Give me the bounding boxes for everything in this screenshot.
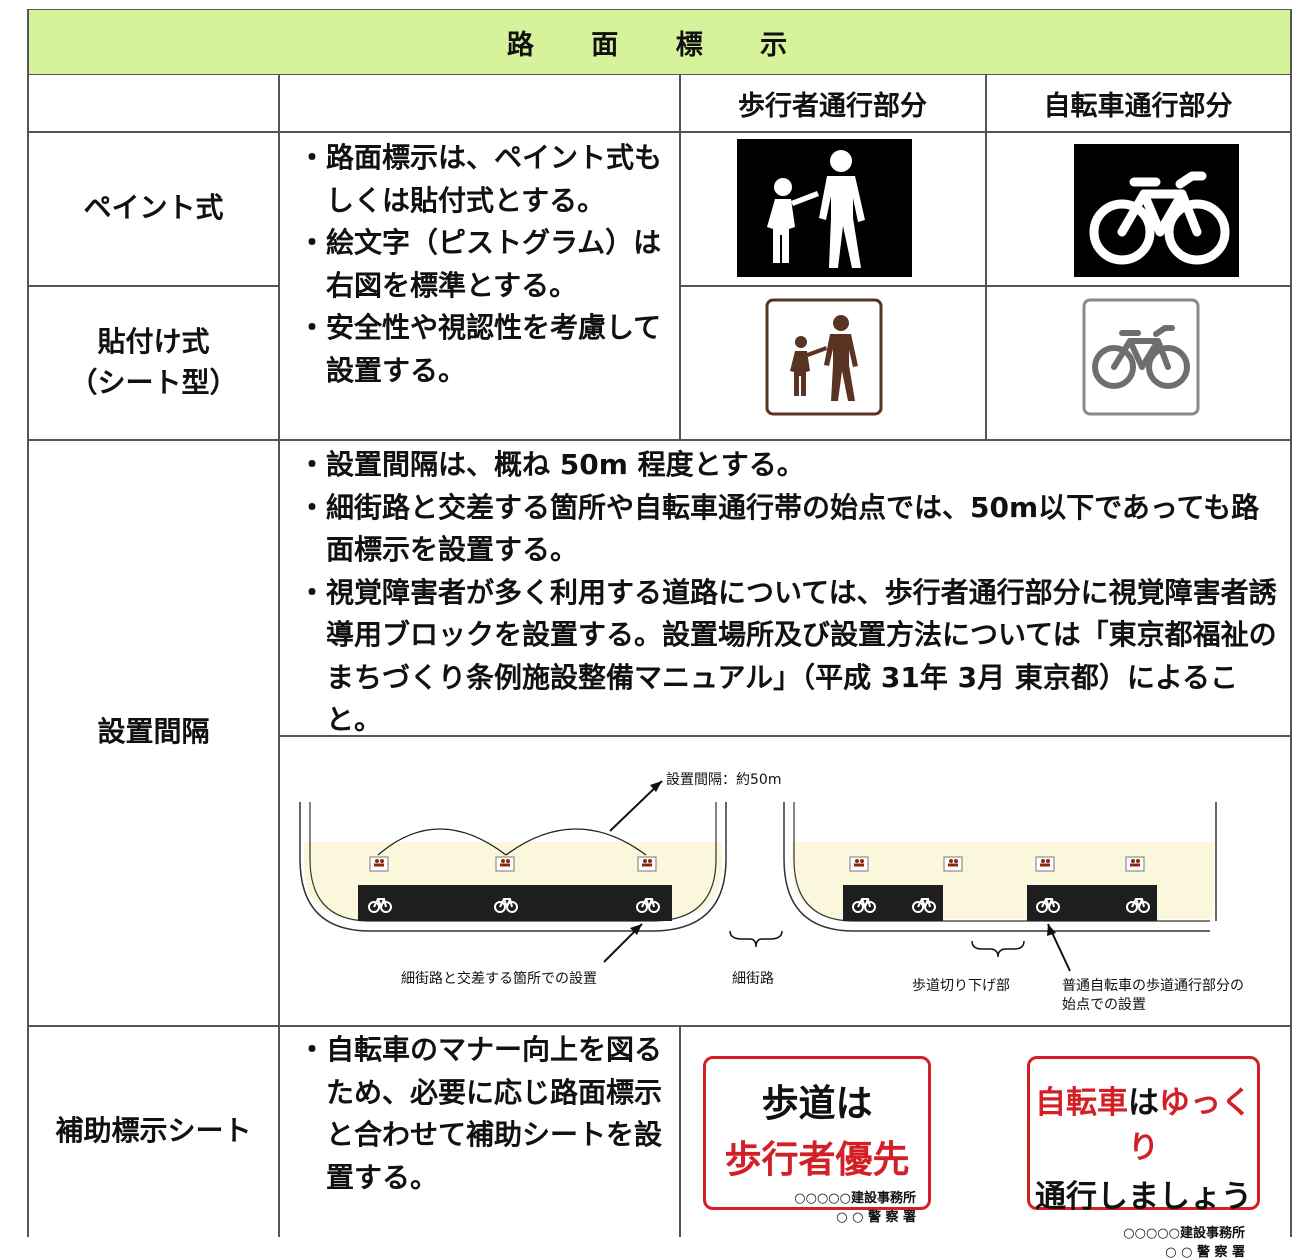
curb-right xyxy=(783,802,1210,932)
sign-right-line2: 通行しましょう xyxy=(1035,1179,1252,1215)
sign-bicycle-slow: 自転車はゆっくり 通行しましょう ○○○○○建設事務所 ○ ○ 警 察 署 xyxy=(1027,1056,1260,1260)
sticker-pedestrian-pictogram xyxy=(765,298,883,416)
start-label-line2: 始点での設置 xyxy=(1062,997,1146,1013)
grid-line xyxy=(27,285,279,287)
grid-line xyxy=(27,439,1291,441)
column-header-pedestrian: 歩行者通行部分 xyxy=(738,91,927,122)
grid-line xyxy=(679,1025,681,1237)
sign-right-line1a: 自転車 xyxy=(1035,1085,1128,1121)
marking-note: ・安全性や視認性を考慮して設置する。 xyxy=(298,311,662,387)
row-label-sticker-line2: （シート型） xyxy=(69,365,238,399)
interval-note: ・視覚障害者が多く利用する道路については、歩行者通行部分に視覚障害者誘導用ブロッ… xyxy=(298,575,1277,737)
sign-left-police: ○ ○ 警 察 署 xyxy=(836,1210,916,1225)
row-label-paint-text: ペイント式 xyxy=(83,191,224,225)
marking-note: ・路面標示は、ペイント式もしくは貼付式とする。 xyxy=(298,141,663,217)
sign-right-line1c: ゆっくり xyxy=(1128,1085,1252,1166)
row-label-aux-text: 補助標示シート xyxy=(55,1114,252,1148)
paint-pedestrian-pictogram xyxy=(737,139,912,277)
side-street-label: 細街路 xyxy=(732,971,774,987)
marking-note: ・絵文字（ピストグラム）は右図を標準とする。 xyxy=(298,226,662,302)
grid-line xyxy=(278,75,280,1237)
grid-line xyxy=(27,1025,1291,1027)
paint-bicycle-pictogram xyxy=(1074,144,1239,277)
grid-line xyxy=(27,131,1291,133)
table-title: 路 面 標 示 xyxy=(506,29,812,61)
row-label-interval-text: 設置間隔 xyxy=(97,715,210,749)
aux-notes: ・自転車のマナー向上を図るため、必要に応じ路面標示と合わせて補助シートを設置する… xyxy=(298,1029,670,1199)
grid-line xyxy=(1290,9,1292,1237)
interval-note: ・設置間隔は、概ね 50m 程度とする。 xyxy=(298,448,805,481)
grid-line xyxy=(985,75,987,440)
grid-line xyxy=(27,9,29,1237)
aux-note: ・自転車のマナー向上を図るため、必要に応じ路面標示と合わせて補助シートを設置する… xyxy=(298,1033,663,1194)
start-label-line1: 普通自転車の歩道通行部分の xyxy=(1062,977,1244,994)
crossing-label: 細街路と交差する箇所での設置 xyxy=(401,970,597,987)
grid-line xyxy=(278,735,1291,737)
header-bar xyxy=(27,9,1291,75)
row-label-aux: 補助標示シート xyxy=(29,1026,278,1237)
row-label-sticker: 貼付け式 （シート型） xyxy=(29,286,278,439)
sign-right-police: ○ ○ 警 察 署 xyxy=(1165,1245,1245,1260)
marking-notes: ・路面標示は、ペイント式もしくは貼付式とする。 ・絵文字（ピストグラム）は右図を… xyxy=(298,137,670,392)
sign-left-line2: 歩行者優先 xyxy=(724,1138,910,1181)
column-header-bicycle: 自転車通行部分 xyxy=(1043,91,1233,122)
interval-note: ・細街路と交差する箇所や自転車通行帯の始点では、50m以下であっても路面標示を設… xyxy=(298,490,1260,567)
sign-pedestrian-priority: 歩道は 歩行者優先 ○○○○○建設事務所 ○ ○ 警 察 署 xyxy=(703,1056,931,1225)
curb-left xyxy=(299,802,727,932)
sign-right-office: ○○○○○建設事務所 xyxy=(1123,1226,1245,1241)
sign-right-line1: 自転車はゆっくり xyxy=(1030,1077,1257,1167)
row-label-interval: 設置間隔 xyxy=(29,440,278,1025)
sign-right-line1b: は xyxy=(1128,1085,1159,1121)
grid-line xyxy=(679,285,1291,287)
curb-cut-label: 歩道切り下げ部 xyxy=(912,978,1010,994)
row-label-sticker-line1: 貼付け式 xyxy=(97,324,210,358)
sign-left-office: ○○○○○建設事務所 xyxy=(794,1191,916,1206)
layout-diagram: 設置間隔：約50m 細街路と交差する箇所での設置 細街路 歩道切り下げ部 普通自… xyxy=(299,772,1244,1013)
grid-line xyxy=(679,75,681,440)
row-label-paint: ペイント式 xyxy=(29,132,278,285)
spacing-label: 設置間隔：約50m xyxy=(666,772,781,788)
interval-notes: ・設置間隔は、概ね 50m 程度とする。 ・細街路と交差する箇所や自転車通行帯の… xyxy=(298,444,1283,742)
sticker-bicycle-pictogram xyxy=(1082,298,1200,416)
sign-left-line1: 歩道は xyxy=(761,1082,873,1125)
